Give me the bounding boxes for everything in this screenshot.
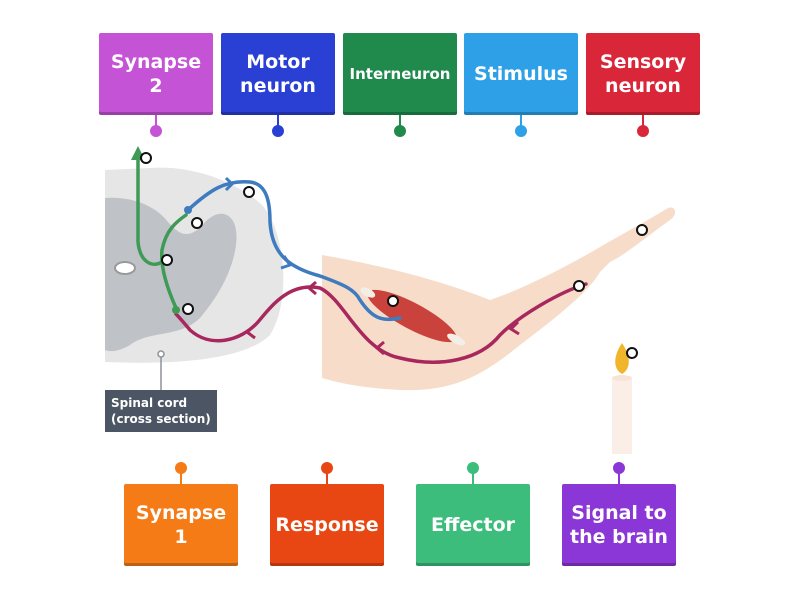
drop-target-marker[interactable] [140,152,152,164]
label-tile-interneuron[interactable]: Interneuron [343,33,457,115]
drop-target-marker[interactable] [182,303,194,315]
tile-label: Sensory neuron [599,51,687,97]
label-tile-response[interactable]: Response [270,484,384,566]
drop-target-marker[interactable] [387,295,399,307]
label-tile-sensory-neuron[interactable]: Sensory neuron [586,33,700,115]
label-tile-motor-neuron[interactable]: Motor neuron [221,33,335,115]
spinal-cord-label: Spinal cord (cross section) [105,390,217,432]
tile-label: Response [275,514,379,536]
tile-label: Stimulus [474,63,568,85]
drop-target-marker[interactable] [191,217,203,229]
drop-target-marker[interactable] [636,224,648,236]
label-tile-synapse-1[interactable]: Synapse 1 [124,484,238,566]
tile-connectors [150,114,649,486]
tile-label: Signal to the brain [570,502,668,548]
tile-label: Synapse 2 [110,51,202,97]
nerve-pathways [136,150,588,364]
label-tile-stimulus[interactable]: Stimulus [464,33,578,115]
tile-label: Interneuron [349,65,451,83]
tile-label: Effector [430,514,516,536]
tile-label: Motor neuron [240,51,316,97]
candle-illustration [612,343,632,454]
tile-label: Synapse 1 [135,502,227,548]
pathway-arrowheads [131,146,520,356]
label-tile-effector[interactable]: Effector [416,484,530,566]
drop-target-marker[interactable] [573,280,585,292]
label-tile-signal-to-the-brain[interactable]: Signal to the brain [562,484,676,566]
drop-target-marker[interactable] [626,347,638,359]
drop-targets[interactable] [140,152,648,359]
drop-target-marker[interactable] [243,186,255,198]
drop-target-marker[interactable] [161,254,173,266]
label-tile-synapse-2[interactable]: Synapse 2 [99,33,213,115]
